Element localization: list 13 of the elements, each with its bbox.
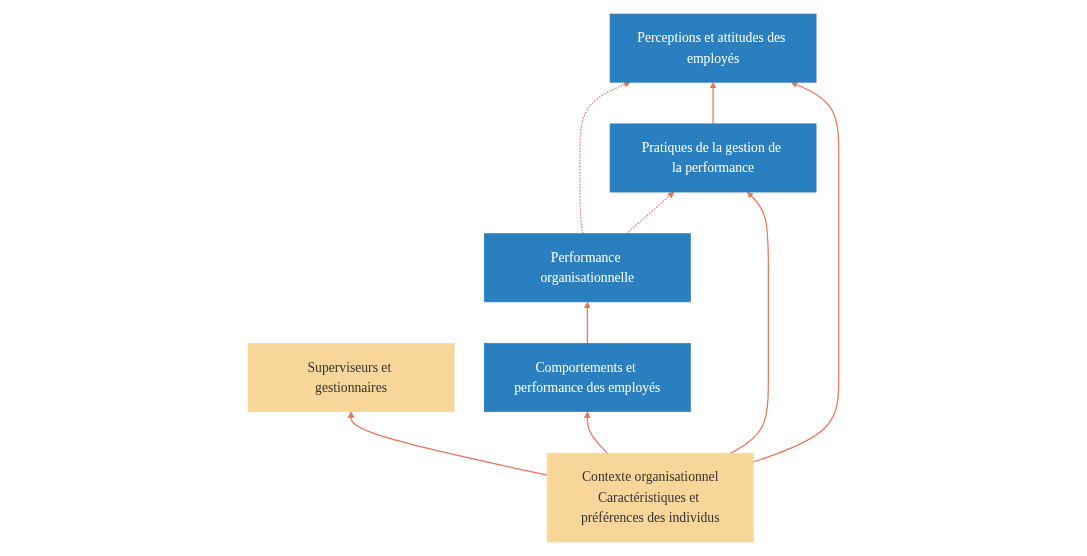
node-box: Performance organisationnelle — [484, 233, 691, 303]
arrow — [709, 81, 717, 125]
node-box: Comportements et performance des employés — [484, 343, 691, 413]
node-box: Superviseurs et gestionnaires — [247, 343, 455, 413]
node-box: Contexte organisationnel Caractéristiques et préférences des individus — [546, 452, 754, 543]
arrow — [752, 81, 840, 463]
node-box: Perceptions et attitudes des employés — [609, 13, 817, 83]
arrow — [584, 411, 609, 454]
arrow — [347, 411, 548, 476]
arrow — [625, 191, 675, 235]
arrow — [730, 191, 770, 454]
arrow — [584, 301, 591, 345]
node-box: Pratiques de la gestion de la performance — [609, 123, 817, 193]
